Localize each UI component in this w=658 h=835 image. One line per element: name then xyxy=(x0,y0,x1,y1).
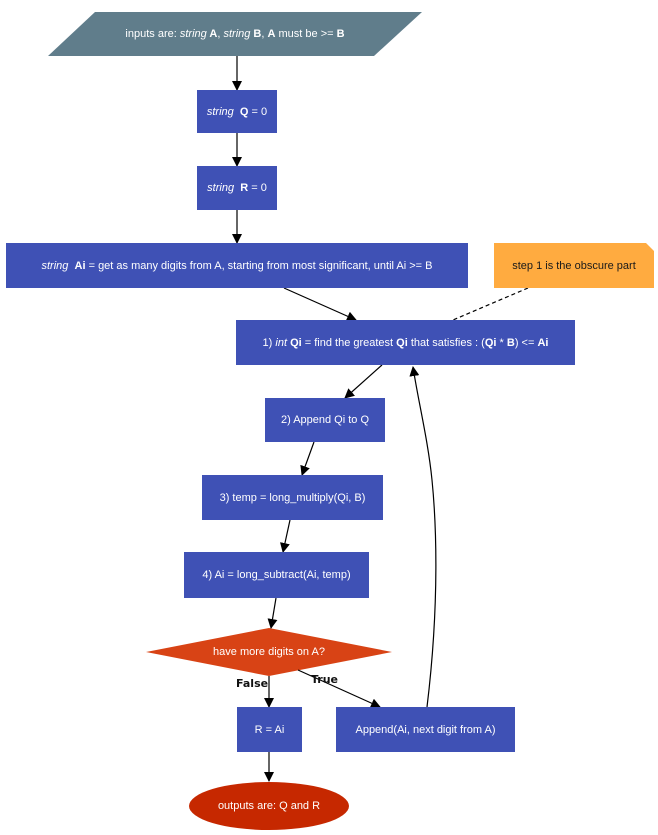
step1-node: 1) int Qi = find the greatest Qi that sa… xyxy=(236,320,575,365)
step4-text: 4) Ai = long_subtract(Ai, temp) xyxy=(202,569,351,581)
step2-text: 2) Append Qi to Q xyxy=(280,414,370,426)
r-assign-text: R = Ai xyxy=(254,723,285,736)
edge-step1-to-step2 xyxy=(344,364,383,399)
r-assign-node: R = Ai xyxy=(237,707,302,752)
false-label: False xyxy=(236,677,269,690)
edge-decision-true xyxy=(297,669,381,708)
edge-note-to-step1 xyxy=(452,287,529,321)
decision-node: have more digits on A? xyxy=(146,628,392,676)
note-text: step 1 is the obscure part xyxy=(512,259,636,272)
inputs-node: inputs are: string A, string B, A must b… xyxy=(48,12,422,56)
edge-append-loop xyxy=(409,366,437,708)
edge-ai-to-step1 xyxy=(283,287,357,321)
ai-init-text: string Ai = get as many digits from A, s… xyxy=(41,259,433,272)
q-init-node: string Q = 0 xyxy=(197,90,277,133)
edge-step2-to-step3 xyxy=(300,441,315,476)
q-init-text: string Q = 0 xyxy=(206,105,268,118)
edge-step3-to-step4 xyxy=(280,519,291,553)
r-init-text: string R = 0 xyxy=(207,182,267,194)
step2-node: 2) Append Qi to Q xyxy=(265,398,385,442)
true-label: True xyxy=(311,673,339,686)
decision-text: have more digits on A? xyxy=(213,646,325,658)
step3-node: 3) temp = long_multiply(Qi, B) xyxy=(202,475,383,520)
note-node: step 1 is the obscure part xyxy=(494,243,654,288)
step1-text: 1) int Qi = find the greatest Qi that sa… xyxy=(262,336,549,349)
step4-node: 4) Ai = long_subtract(Ai, temp) xyxy=(184,552,369,598)
edge-step4-to-decision xyxy=(267,597,278,629)
append-text: Append(Ai, next digit from A) xyxy=(355,723,496,736)
step3-text: 3) temp = long_multiply(Qi, B) xyxy=(219,491,366,504)
outputs-text: outputs are: Q and R xyxy=(217,800,321,812)
append-node: Append(Ai, next digit from A) xyxy=(336,707,515,752)
r-init-node: string R = 0 xyxy=(197,166,277,210)
decision-diamond xyxy=(146,628,392,676)
inputs-text: inputs are: string A, string B, A must b… xyxy=(125,28,345,40)
ai-init-node: string Ai = get as many digits from A, s… xyxy=(6,243,468,288)
outputs-ellipse xyxy=(189,782,349,830)
outputs-node: outputs are: Q and R xyxy=(189,782,349,830)
inputs-parallelogram xyxy=(48,12,422,56)
